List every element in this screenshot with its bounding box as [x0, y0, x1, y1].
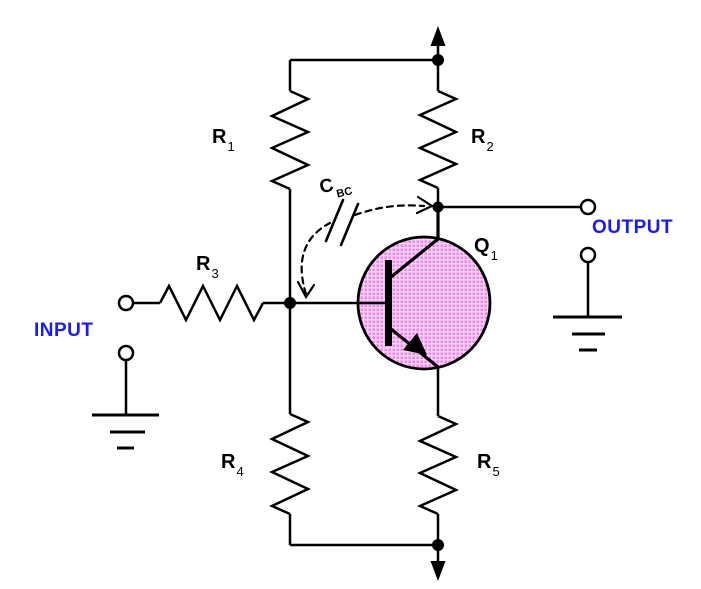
- input-ground-terminal: [117, 344, 135, 362]
- junction-dot-return: [432, 539, 444, 551]
- transistor-base-bar: [385, 260, 392, 346]
- output-ground-icon: [553, 262, 622, 352]
- junction-dot-vcc: [432, 54, 444, 66]
- resistor-r5: [416, 368, 460, 545]
- resistor-r3: [133, 283, 290, 323]
- label-cbc: CBC: [317, 174, 354, 201]
- input-terminal: [117, 294, 135, 312]
- label-r1: R1: [212, 126, 235, 154]
- label-r5: R5: [477, 451, 500, 479]
- label-r4: R4: [221, 451, 244, 479]
- vcc-arrow-up-icon: [430, 26, 446, 46]
- feedback-arrow: [296, 195, 435, 300]
- input-label: INPUT: [34, 320, 94, 341]
- label-r2: R2: [471, 126, 494, 154]
- output-ground-terminal: [579, 246, 597, 264]
- feedback-arc-right: [353, 204, 426, 217]
- feedback-arrowhead-right-icon: [415, 195, 435, 215]
- output-terminal: [579, 198, 597, 216]
- output-label: OUTPUT: [592, 217, 674, 238]
- top-rail: [290, 45, 440, 62]
- label-q1: Q1: [474, 235, 498, 263]
- capacitor-cbc: [324, 198, 360, 247]
- emitter-arrow-icon: [403, 333, 427, 355]
- resistor-r4: [268, 303, 312, 545]
- bottom-rail: [290, 543, 440, 562]
- resistor-r1: [268, 60, 312, 303]
- return-arrow-down-icon: [430, 561, 446, 581]
- resistor-r2: [416, 60, 460, 207]
- feedback-arc-left: [300, 221, 332, 296]
- junction-dot-collector: [432, 201, 444, 213]
- input-ground-icon: [92, 360, 159, 450]
- junction-dot-base: [284, 297, 296, 309]
- label-r3: R3: [196, 253, 219, 281]
- feedback-arrowhead-left-icon: [296, 280, 316, 300]
- transistor-collector-lead: [389, 207, 440, 279]
